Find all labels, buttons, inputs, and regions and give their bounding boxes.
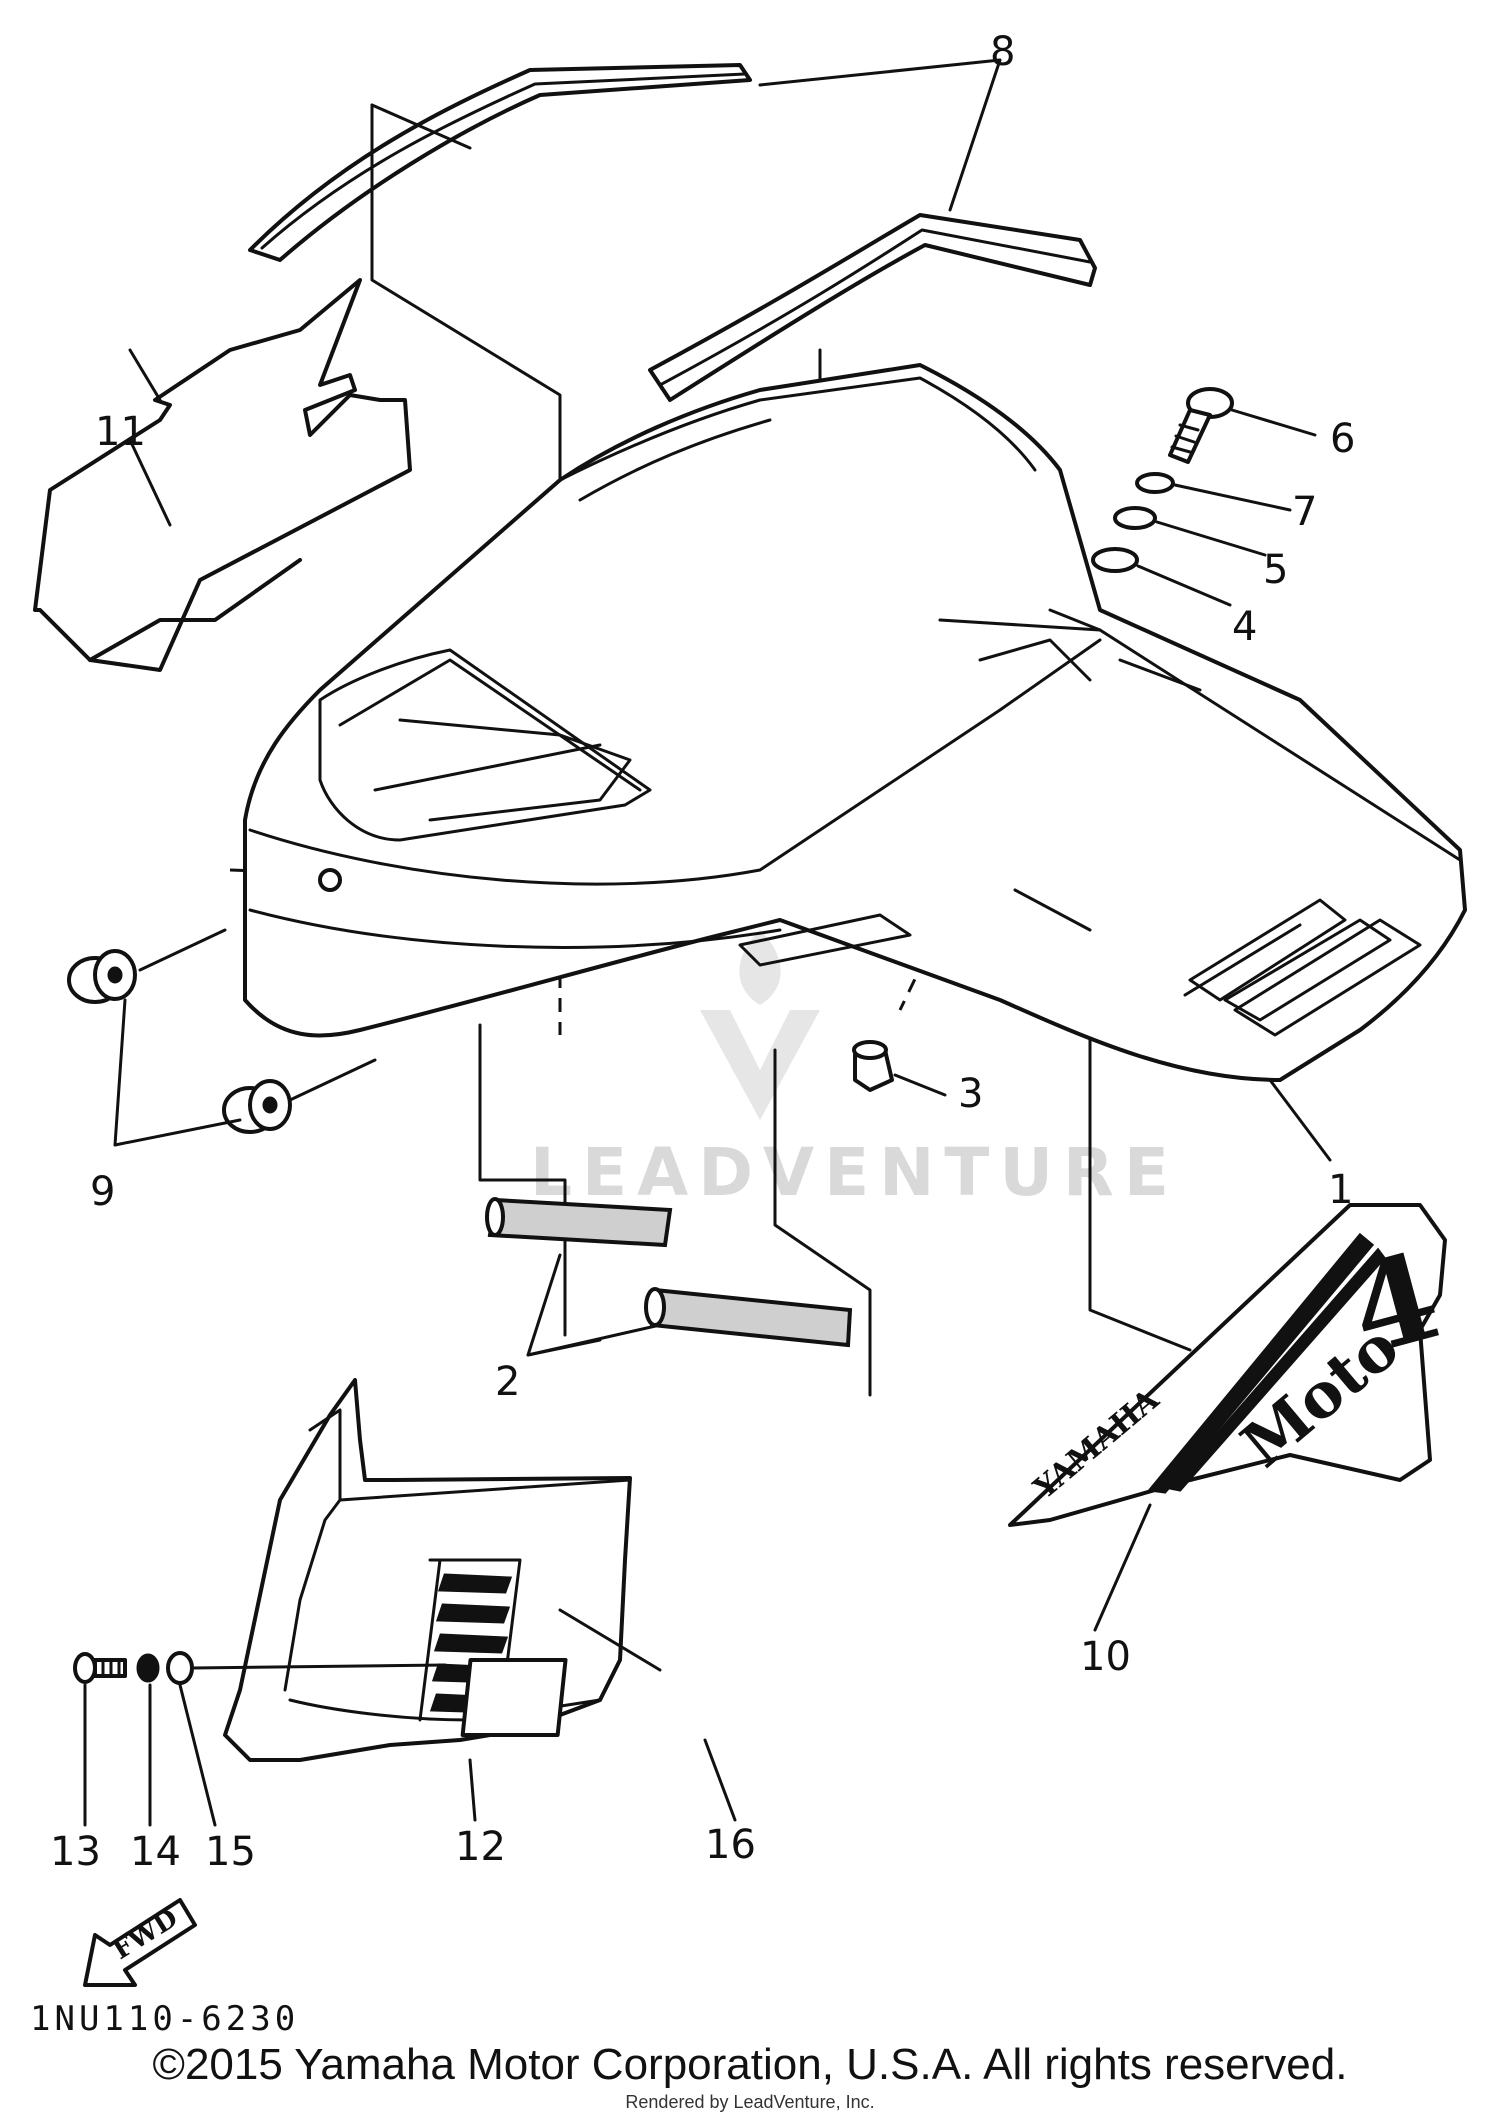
copyright-notice: ©2015 Yamaha Motor Corporation, U.S.A. A… (152, 2040, 1348, 2089)
callout-6: 6 (1330, 416, 1355, 462)
diagram-code: 1NU110-6230 (30, 1999, 299, 2039)
grommet-icon (67, 949, 137, 1004)
watermark: LEADVENTURE (530, 930, 1179, 1211)
callout-13: 13 (50, 1829, 101, 1875)
callout-16: 16 (705, 1822, 756, 1868)
callout-15: 15 (205, 1829, 256, 1875)
callout-14: 14 (130, 1829, 181, 1875)
part-3-grommet (852, 1040, 947, 1097)
part-15-nut-icon (166, 1651, 194, 1685)
part-1-fender (243, 363, 1467, 1082)
callout-11: 11 (95, 409, 146, 455)
callout-labels: 1 2 3 4 5 6 7 8 9 10 11 12 13 14 15 16 (50, 29, 1355, 1875)
part-9-grommets (67, 928, 377, 1147)
callout-5: 5 (1263, 547, 1288, 593)
callout-12: 12 (455, 1824, 506, 1870)
watermark-text: LEADVENTURE (530, 1134, 1179, 1211)
screw-assembly (73, 1651, 447, 1827)
part-6-bolt-icon (1168, 387, 1234, 464)
watermark-logo-icon (700, 1010, 820, 1120)
grommet-icon (222, 1079, 292, 1134)
part-10-decal: YAMAHA Moto 4 (1008, 1203, 1453, 1632)
bolt-assembly (1091, 387, 1317, 607)
part-8-strips (248, 63, 1097, 402)
part-13-screw-icon (73, 1652, 127, 1684)
callout-7: 7 (1292, 489, 1317, 535)
part-12-front-guard (223, 1378, 662, 1822)
callout-4: 4 (1232, 604, 1257, 650)
callout-1: 1 (1328, 1167, 1353, 1213)
part-4-washer-icon (1091, 547, 1139, 573)
part-11-decal (33, 278, 412, 672)
part-5-washer-icon (1113, 506, 1157, 530)
callout-10: 10 (1080, 1634, 1131, 1680)
callout-9: 9 (90, 1169, 115, 1215)
part-16-label (460, 1658, 568, 1737)
watermark-flame-icon (739, 930, 781, 1005)
part-14-washer-icon (136, 1653, 160, 1683)
part-2-pads (485, 1197, 853, 1357)
part-7-washer-icon (1135, 472, 1175, 494)
callout-2: 2 (495, 1359, 520, 1405)
fwd-arrow: FWD (83, 1898, 197, 1987)
callout-3: 3 (958, 1071, 983, 1117)
fender-vent-panel (1183, 898, 1422, 1037)
rendered-by-text: Rendered by LeadVenture, Inc. (625, 2092, 875, 2112)
callout-8: 8 (990, 29, 1015, 75)
